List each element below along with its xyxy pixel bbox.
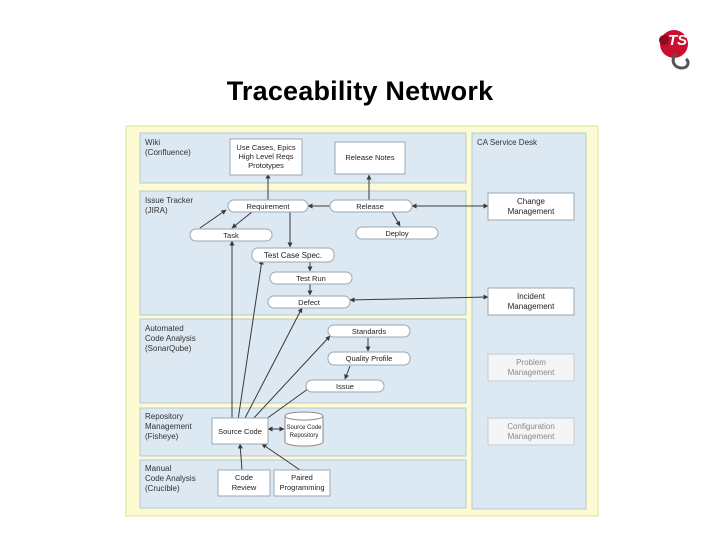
lane-label-wiki: Wiki(Confluence) [145, 138, 191, 157]
svg-text:Task: Task [223, 231, 239, 240]
node-source-code: Source Code [211, 417, 269, 445]
edge-defect-incident [349, 294, 489, 303]
svg-text:Test Case Spec.: Test Case Spec. [264, 251, 322, 260]
node-test-run: Test Run [269, 271, 353, 285]
node-issue: Issue [305, 379, 385, 393]
connectors [199, 173, 489, 471]
logo-text: TS [668, 32, 688, 49]
edge-requirement-task [231, 211, 253, 229]
svg-text:Release Notes: Release Notes [345, 153, 394, 162]
svg-text:Standards: Standards [352, 327, 386, 336]
company-logo [650, 26, 700, 76]
svg-text:Release: Release [356, 202, 384, 211]
edge-sourcecode-issue [261, 385, 313, 423]
svg-text:Defect: Defect [298, 298, 321, 307]
lane-label-ca-service-desk: CA Service Desk [477, 138, 538, 147]
edge-paired-sourcecode [261, 443, 301, 471]
svg-text:Deploy: Deploy [385, 229, 409, 238]
lane-wiki: Wiki(Confluence) [139, 132, 467, 184]
svg-text:Issue: Issue [336, 382, 354, 391]
node-release: Release [329, 199, 413, 213]
node-quality-profile: Quality Profile [327, 351, 411, 366]
svg-text:Source Code: Source Code [218, 427, 262, 436]
edge-release-deploy [391, 211, 401, 227]
node-defect: Defect [267, 295, 351, 309]
node-release-notes: Release Notes [334, 141, 406, 175]
logo-icon [659, 30, 690, 70]
edge-sourcecode-testspec [237, 259, 264, 421]
svg-text:Requirement: Requirement [247, 202, 291, 211]
edge-sourcecode-standards [251, 335, 331, 421]
lane-ca-service-desk: CA Service Desk [471, 132, 587, 510]
edge-sourcecode-defect [243, 307, 303, 421]
node-standards: Standards [327, 324, 411, 338]
node-task: Task [189, 228, 273, 242]
svg-text:Test Run: Test Run [296, 274, 326, 283]
lane-label-issue-tracker: Issue Tracker(JIRA) [145, 196, 193, 215]
node-requirement: Requirement [227, 199, 309, 213]
node-deploy: Deploy [355, 226, 439, 240]
node-test-case-spec: Test Case Spec. [251, 247, 335, 263]
svg-text:Quality Profile: Quality Profile [346, 354, 393, 363]
edge-qprofile-issue [344, 365, 351, 380]
edge-task-requirement [199, 209, 227, 229]
page-title: Traceability Network [226, 76, 494, 106]
edge-codereview-sourcecode [237, 443, 243, 471]
